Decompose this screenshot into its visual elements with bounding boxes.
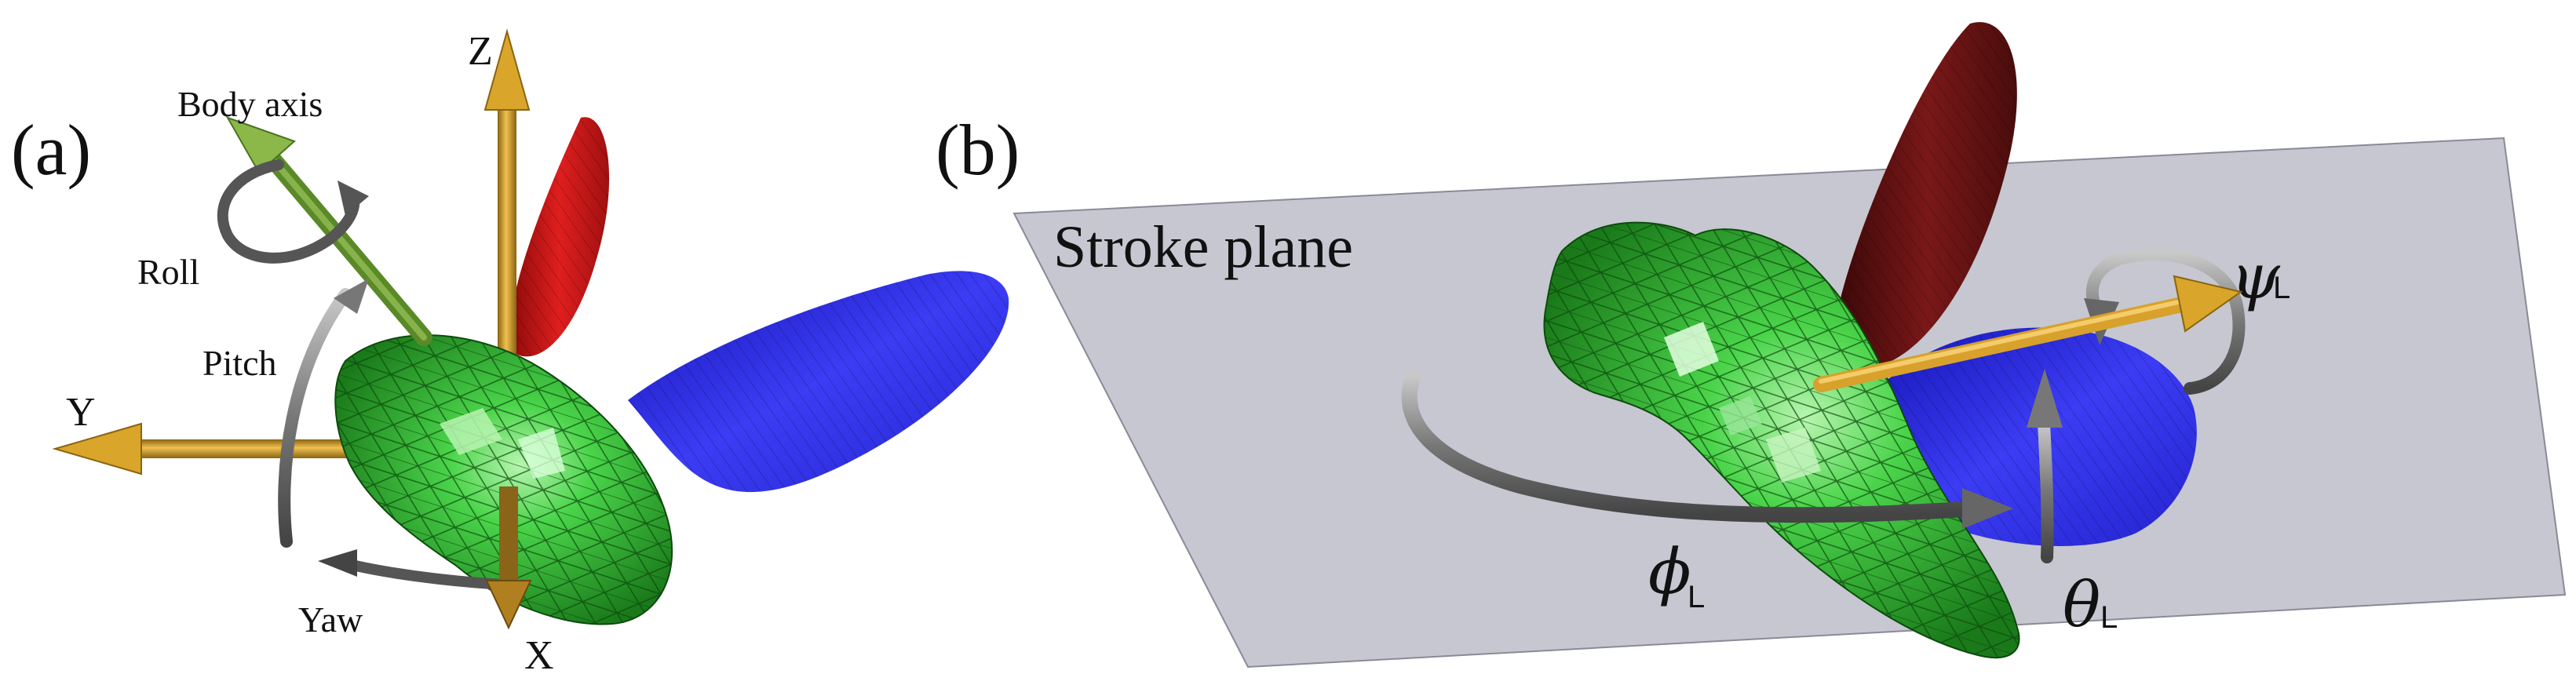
phi-label: ϕ [1648,535,1691,608]
theta-label: θ [2063,568,2100,641]
x-axis-label: X [524,633,554,678]
phi-arrow: ϕ L [1401,369,2013,614]
blue-wing-b [1866,327,2197,547]
panel-b-tag: (b) [936,110,1020,190]
z-axis-label: Z [468,29,493,74]
red-wing-a [509,117,610,357]
psi-arrow: ψ L [2084,240,2290,395]
blue-wing-a [628,271,1009,493]
theta-subscript: L [2100,600,2118,635]
panel-a: (a) Z Y [11,28,1009,678]
body-axis: Body axis [177,84,432,346]
green-body-a [334,334,673,625]
red-wing-b [1837,22,2017,366]
psi-label: ψ [2231,240,2281,313]
yaw-label: Yaw [298,599,363,639]
panel-b: (b) Stroke plane ϕ L [936,22,2567,669]
x-axis: X [485,486,554,678]
y-axis-label: Y [66,390,96,435]
panel-a-tag: (a) [11,110,91,190]
body-axis-label: Body axis [177,84,323,124]
roll-label: Roll [137,252,199,292]
roll-arrow: Roll [137,159,369,292]
theta-arrow: θ L [2027,369,2118,641]
phi-subscript: L [1688,580,1705,614]
yaw-arrow: Yaw [298,549,508,639]
green-body-b [1543,221,2020,659]
stroke-plane-label: Stroke plane [1053,214,1353,280]
pitch-label: Pitch [203,343,277,383]
psi-subscript: L [2273,271,2290,305]
pitch-arrow: Pitch [203,279,369,548]
wing-axis-arrow [1813,275,2243,392]
